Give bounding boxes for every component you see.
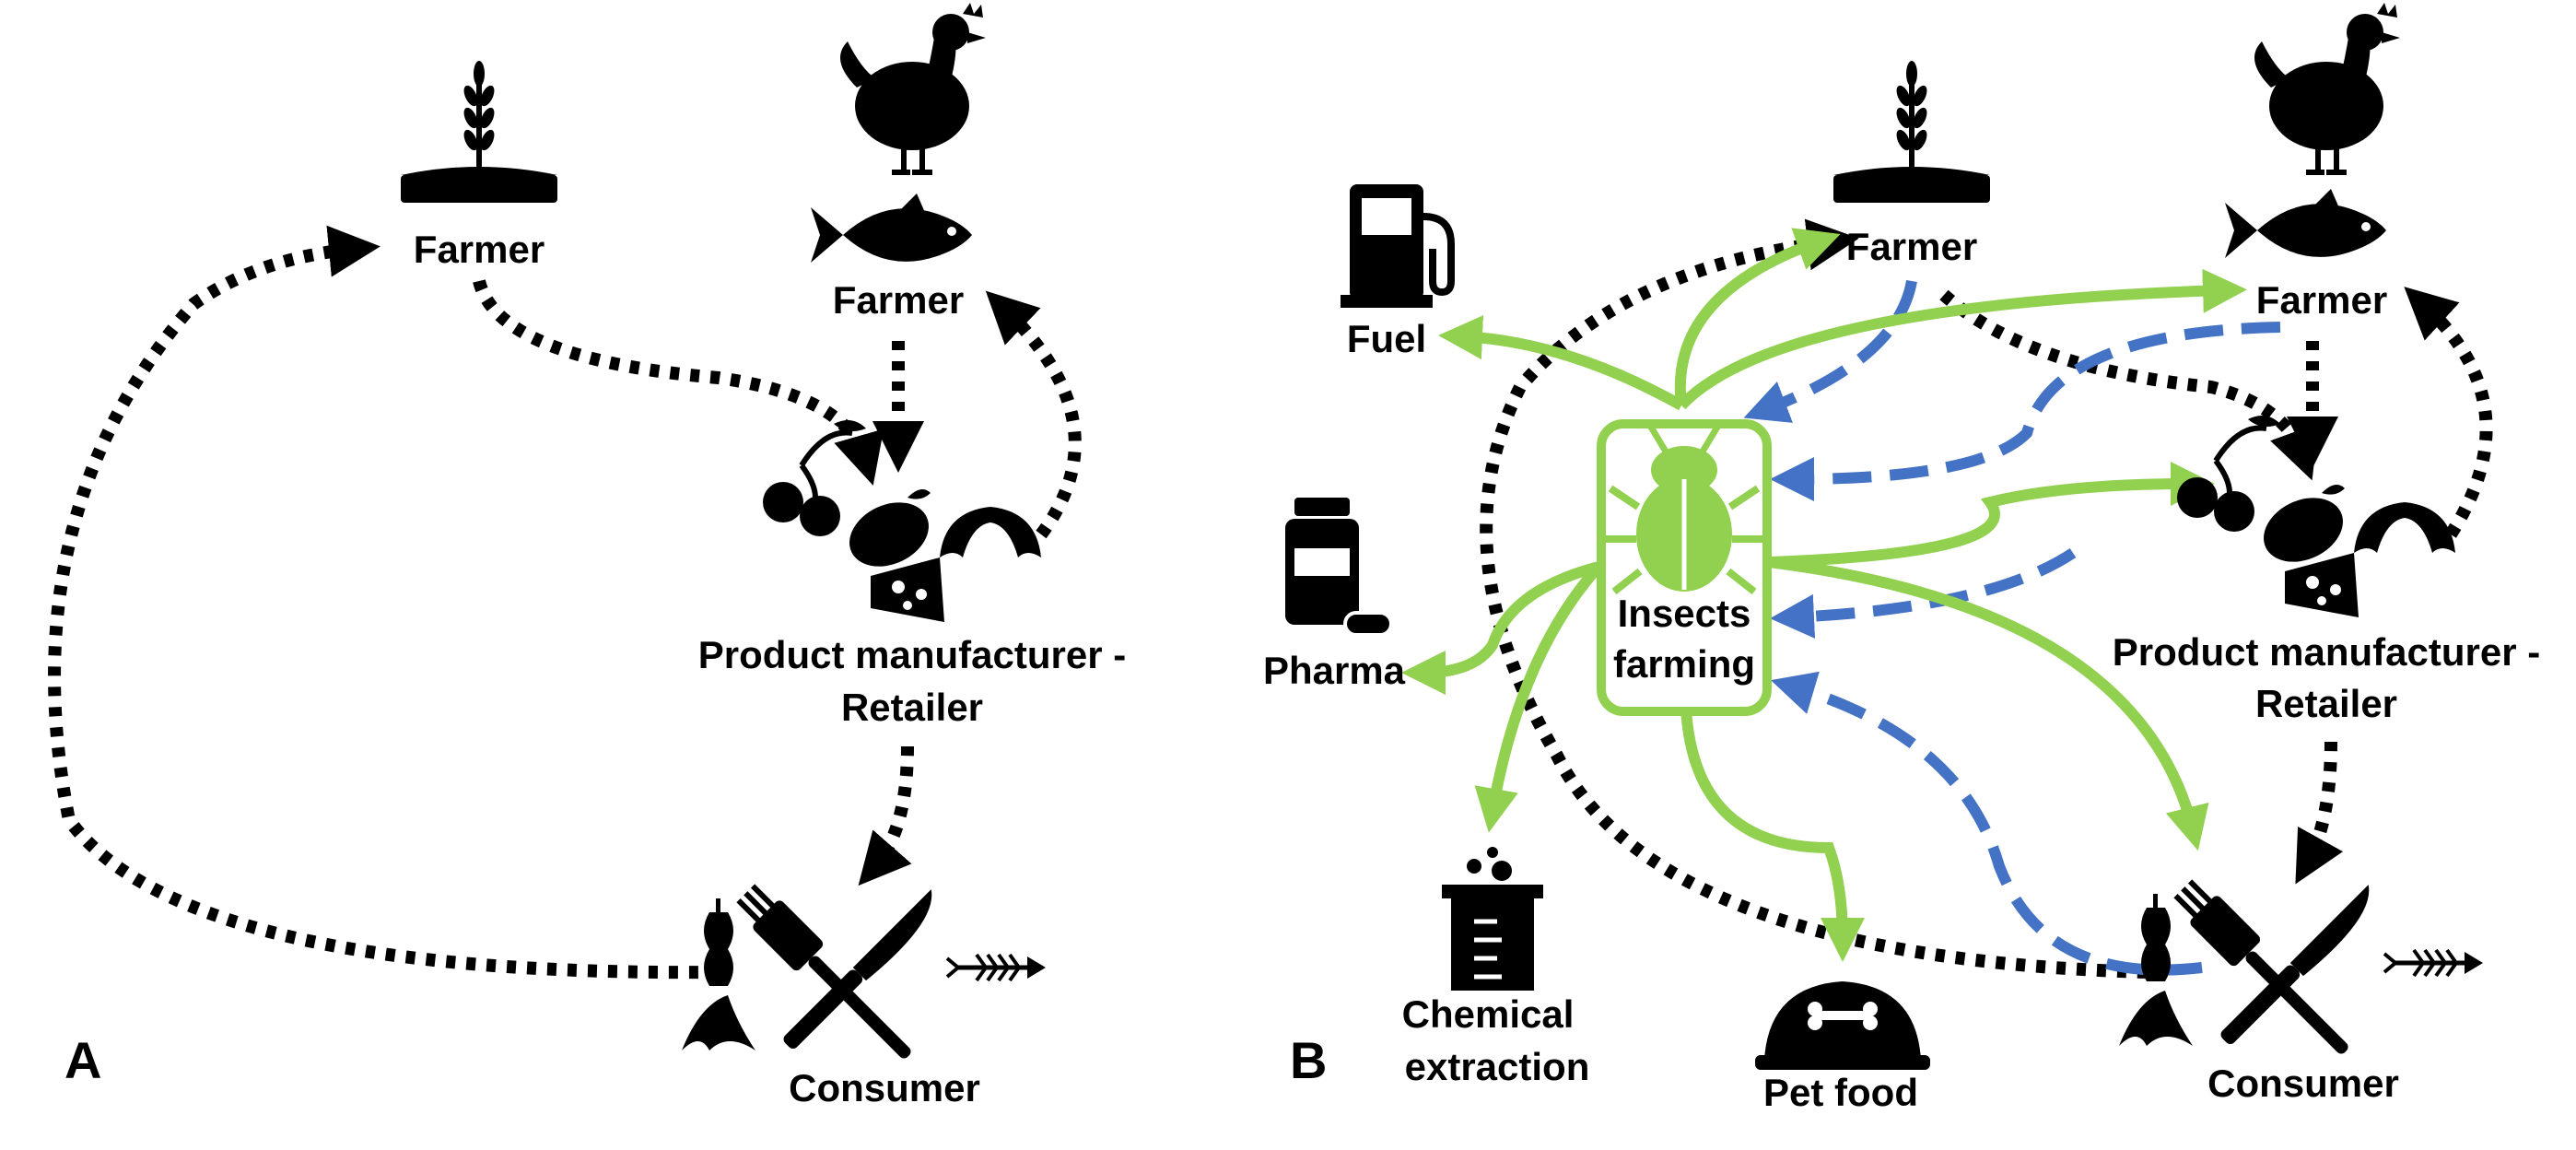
flow-insects-to-chemical: [1474, 563, 1603, 833]
flow-insects-to-pharma: [1401, 561, 1600, 695]
flow-b-crop-farmer-to-manufacturer: [1939, 289, 2319, 481]
bug-icon: [1605, 422, 1763, 595]
flow-insects-to-livestock-farmer: [1677, 268, 2247, 410]
flow-consumer-to-insects: [1770, 671, 2203, 976]
panel-a: Farmer Farmer Product manufacturer - Ret…: [48, 3, 1126, 1109]
pet-food-label: Pet food: [1763, 1071, 1918, 1114]
flow-insects-to-fuel: [1438, 315, 1684, 411]
products-icon: [2177, 416, 2455, 617]
flow-insects-to-manufacturer: [1768, 462, 2215, 568]
manufacturer-label-line2: Retailer: [841, 686, 983, 729]
b-consumer-label: Consumer: [2207, 1062, 2399, 1105]
panel-b-green-flows: [1401, 228, 2247, 962]
flow-retailer-to-consumer: [858, 745, 914, 886]
fuel-pump-icon: [1341, 184, 1455, 308]
flow-consumer-to-crop-farmer: [48, 225, 720, 980]
fish-icon: [811, 194, 972, 263]
panel-a-letter: A: [64, 1031, 101, 1089]
manufacturer-label-line1: Product manufacturer -: [698, 633, 1126, 676]
flow-insects-to-pet-food: [1680, 709, 1865, 962]
products-icon: [763, 420, 1041, 622]
flow-crop-farmer-to-insects: [1743, 279, 1917, 423]
panel-a-flows: [48, 225, 1082, 980]
flow-b-consumer-to-crop-farmer: [1480, 218, 2148, 979]
consumer-label: Consumer: [789, 1066, 980, 1109]
fish-icon: [2225, 189, 2386, 258]
flow-crop-farmer-to-manufacturer: [473, 279, 884, 486]
flow-insects-to-crop-farmer: [1674, 228, 1841, 406]
livestock-farmer-label: Farmer: [833, 278, 964, 322]
pet-bowl-icon: [1755, 981, 1930, 1070]
beaker-icon: [1442, 847, 1543, 991]
b-manufacturer-label-line1: Product manufacturer -: [2113, 630, 2540, 674]
flow-b-retailer-to-consumer: [2295, 741, 2344, 885]
b-crop-farmer-label: Farmer: [1846, 225, 1977, 268]
chemical-label-line2: extraction: [1405, 1045, 1590, 1088]
b-livestock-farmer-label: Farmer: [2256, 278, 2387, 322]
flow-livestock-farmer-to-insects: [1770, 322, 2281, 501]
fork-knife-icon: [682, 879, 1046, 1071]
flow-manufacturer-to-insects: [1770, 548, 2077, 639]
panel-b: Insects farming: [1263, 3, 2540, 1114]
pharma-label: Pharma: [1263, 649, 1406, 692]
flow-b-manufacturer-to-livestock-farmer: [2404, 287, 2493, 538]
flow-insects-to-consumer: [1768, 557, 2209, 851]
chicken-icon: [840, 3, 986, 172]
flow-manufacturer-to-livestock-farmer: [985, 290, 1082, 539]
panel-b-blue-flows: [1743, 279, 2281, 976]
crop-farmer-label: Farmer: [414, 228, 544, 271]
panel-b-black-flows: [1480, 218, 2493, 979]
b-manufacturer-label-line2: Retailer: [2255, 682, 2397, 725]
chicken-icon: [2254, 3, 2400, 172]
panel-b-letter: B: [1290, 1031, 1327, 1089]
wheat-icon: [1833, 61, 1990, 203]
fuel-label: Fuel: [1347, 317, 1426, 360]
wheat-icon: [401, 61, 557, 203]
pill-bottle-icon: [1285, 498, 1393, 637]
insects-label-line2: farming: [1613, 642, 1755, 686]
chemical-label-line1: Chemical: [1402, 992, 1575, 1036]
insects-label-line1: Insects: [1618, 592, 1751, 635]
